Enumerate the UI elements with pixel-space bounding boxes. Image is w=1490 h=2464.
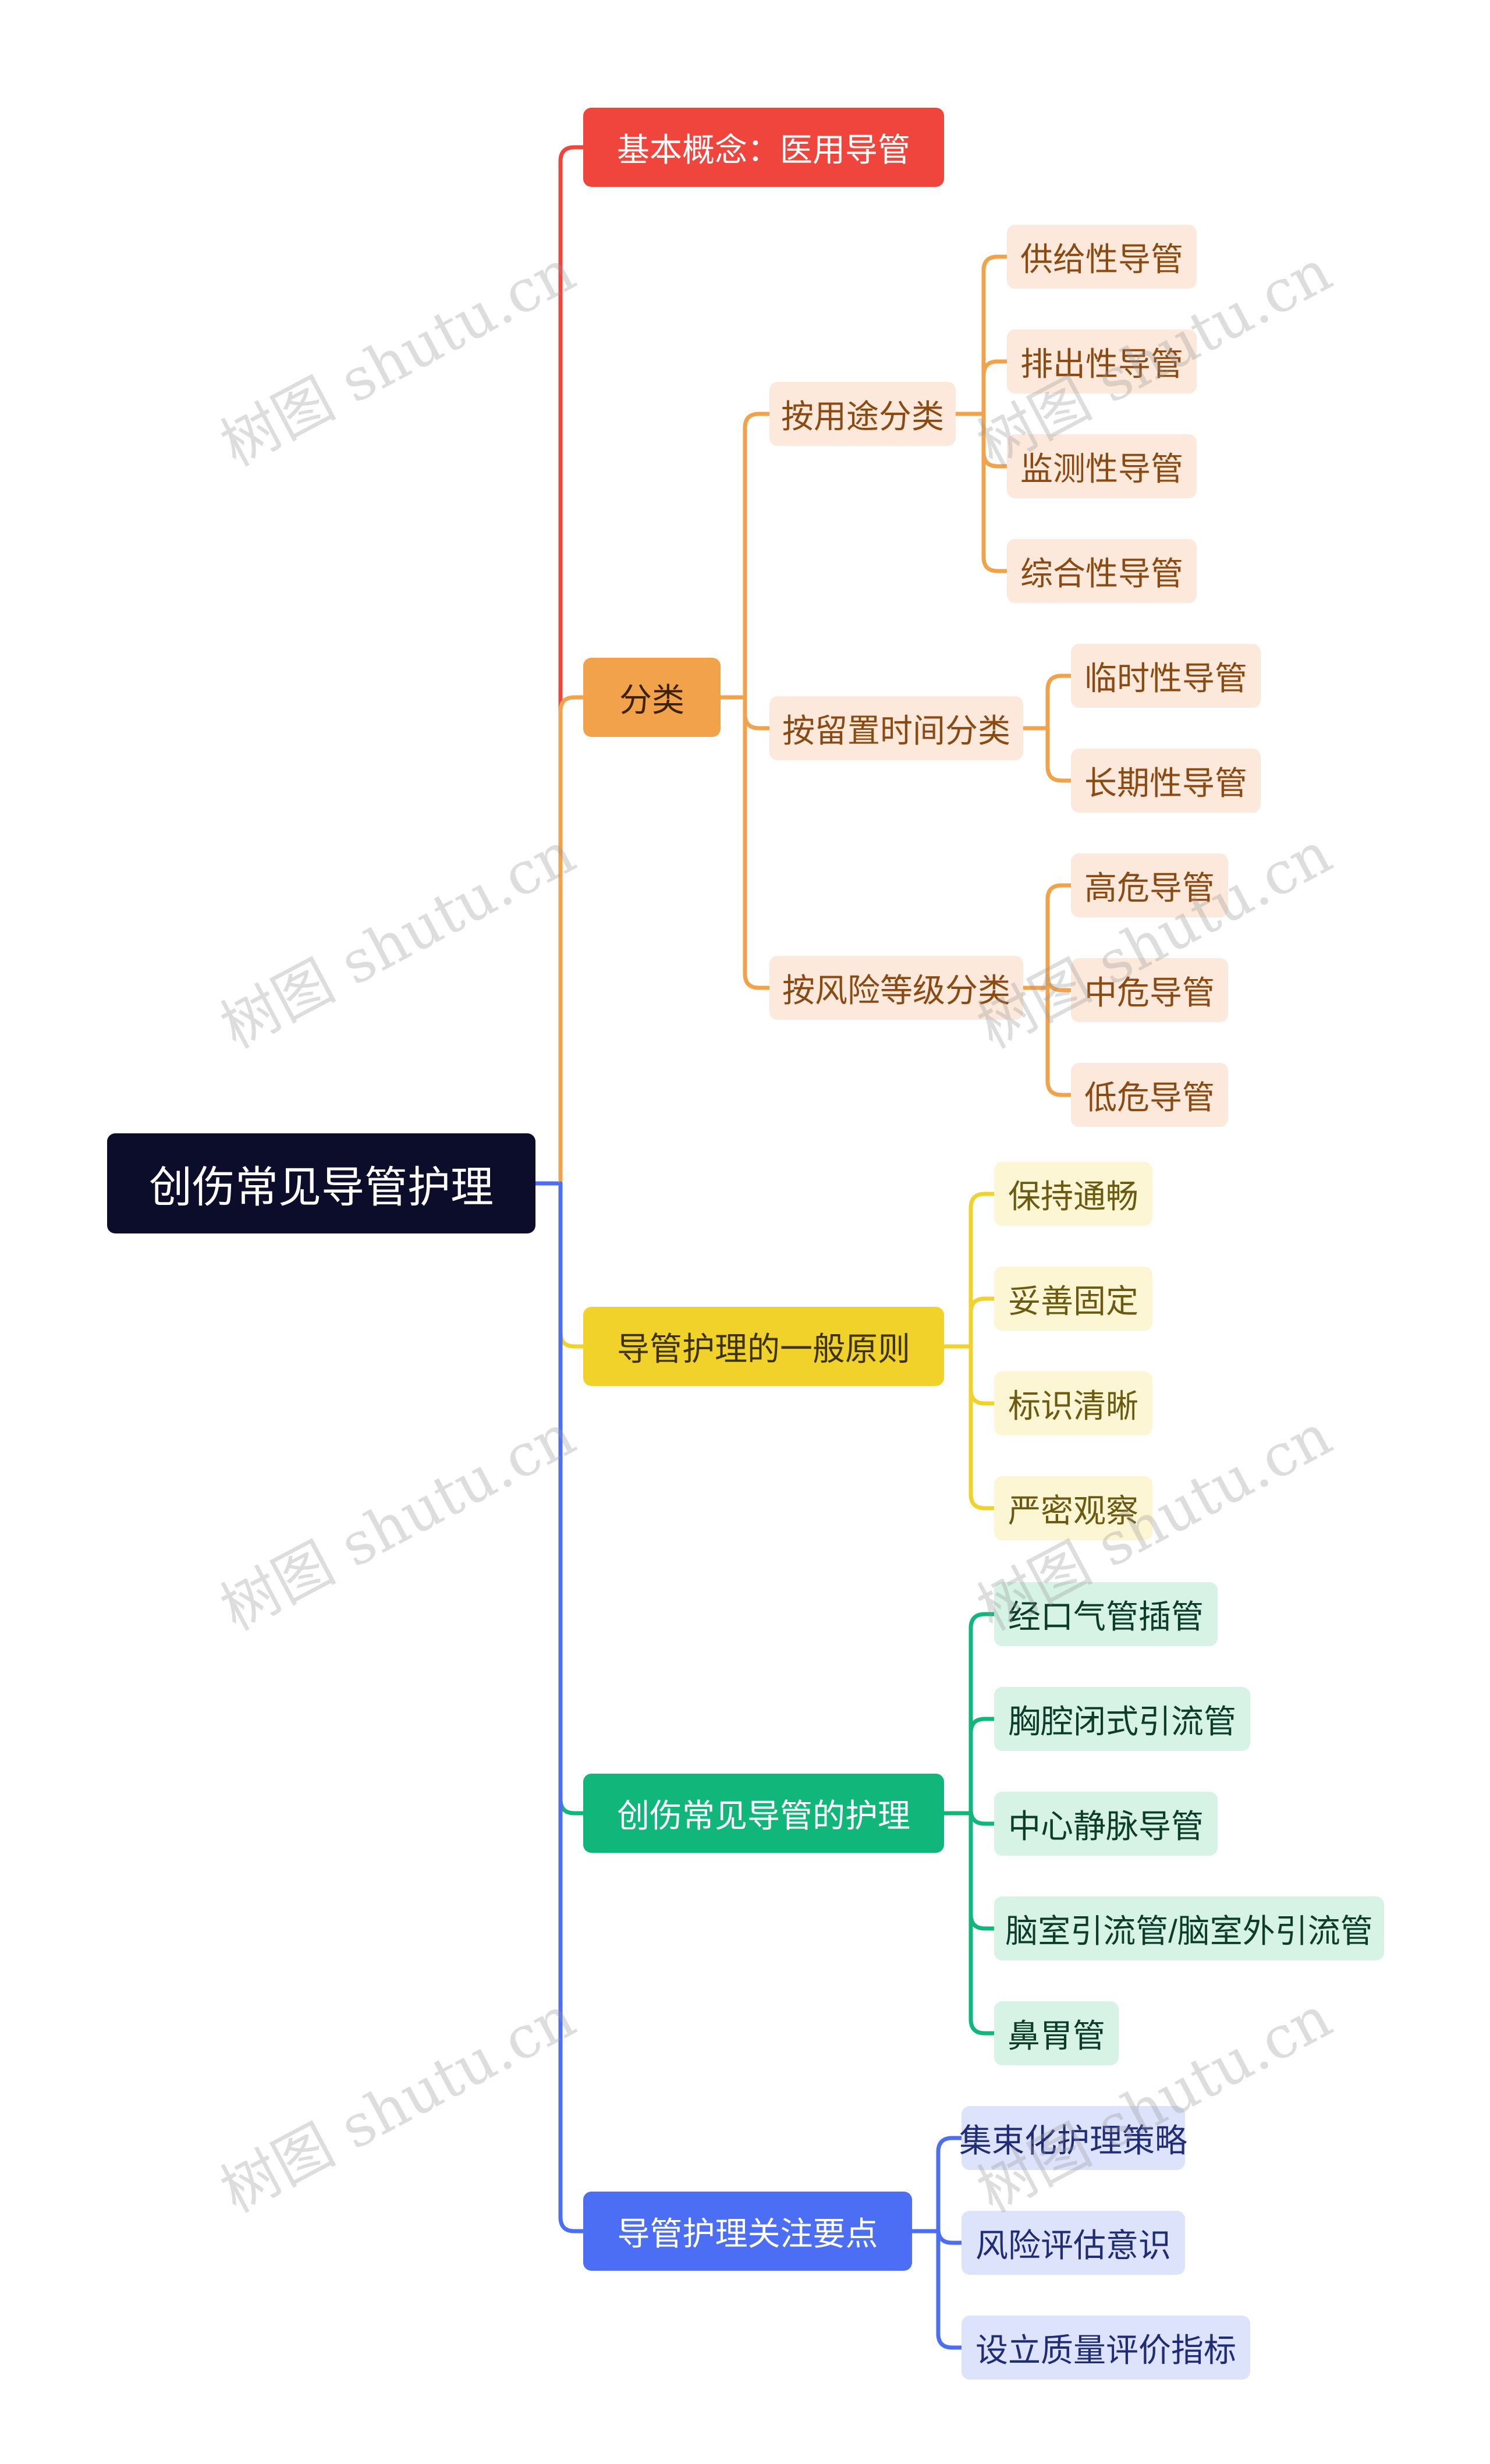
connector-line — [1045, 726, 1073, 783]
leaf-node[interactable]: 风险评估意识 — [962, 2211, 1185, 2275]
connector-line — [558, 1181, 586, 2233]
branch-node-3[interactable]: 导管护理的一般原则 — [583, 1307, 944, 1386]
leaf-node[interactable]: 脑室引流管/脑室外引流管 — [994, 1896, 1384, 1960]
branch-node-2[interactable]: 分类 — [583, 658, 721, 737]
connector-line — [981, 359, 1009, 416]
leaf-node[interactable]: 集束化护理策略 — [959, 2106, 1187, 2170]
connector-line — [968, 1809, 996, 1826]
leaf-node[interactable]: 胸腔闭式引流管 — [994, 1687, 1250, 1751]
catheter-type-node[interactable]: 排出性导管 — [1007, 329, 1197, 393]
connector-line — [1045, 985, 1073, 1097]
connector-line — [968, 1192, 996, 1349]
connector-line — [968, 1344, 996, 1511]
root-node[interactable]: 创伤常见导管护理 — [107, 1133, 535, 1233]
catheter-type-node[interactable]: 高危导管 — [1071, 853, 1228, 917]
leaf-node[interactable]: 鼻胃管 — [994, 2001, 1119, 2065]
connector-line — [981, 254, 1009, 416]
connector-line — [968, 1296, 996, 1349]
connector-line — [936, 2136, 964, 2233]
connector-line — [936, 2228, 964, 2245]
branch-node-1[interactable]: 基本概念：医用导管 — [583, 108, 944, 187]
branch-node-5[interactable]: 导管护理关注要点 — [583, 2192, 912, 2271]
classification-node-3[interactable]: 按风险等级分类 — [769, 956, 1023, 1020]
classification-node-2[interactable]: 按留置时间分类 — [769, 696, 1023, 760]
catheter-type-node[interactable]: 中危导管 — [1071, 958, 1228, 1022]
connector-line — [968, 1612, 996, 1816]
catheter-type-node[interactable]: 监测性导管 — [1007, 434, 1197, 498]
leaf-node[interactable]: 经口气管插管 — [994, 1582, 1218, 1646]
connector-line — [968, 1811, 996, 2036]
leaf-node[interactable]: 妥善固定 — [994, 1267, 1152, 1331]
branch-node-4[interactable]: 创伤常见导管的护理 — [583, 1774, 944, 1853]
connector-line — [1045, 673, 1073, 731]
catheter-type-node[interactable]: 低危导管 — [1071, 1063, 1228, 1127]
connector-line — [743, 695, 772, 990]
connector-line — [936, 2229, 964, 2350]
catheter-type-node[interactable]: 临时性导管 — [1071, 644, 1261, 708]
connector-line — [981, 412, 1009, 573]
classification-node-1[interactable]: 按用途分类 — [769, 382, 956, 446]
connector-line — [558, 145, 586, 1186]
leaf-node[interactable]: 中心静脉导管 — [994, 1792, 1218, 1856]
leaf-node[interactable]: 标识清晰 — [994, 1371, 1152, 1435]
connector-line — [558, 695, 586, 1186]
catheter-type-node[interactable]: 供给性导管 — [1007, 225, 1197, 289]
leaf-node[interactable]: 设立质量评价指标 — [962, 2316, 1250, 2380]
connector-line — [968, 1717, 996, 1816]
catheter-type-node[interactable]: 综合性导管 — [1007, 539, 1197, 603]
catheter-type-node[interactable]: 长期性导管 — [1071, 749, 1261, 813]
leaf-node[interactable]: 严密观察 — [994, 1476, 1152, 1540]
connector-line — [743, 412, 772, 700]
connector-line — [1045, 976, 1073, 992]
connector-line — [1045, 883, 1073, 990]
leaf-node[interactable]: 保持通畅 — [994, 1162, 1152, 1226]
